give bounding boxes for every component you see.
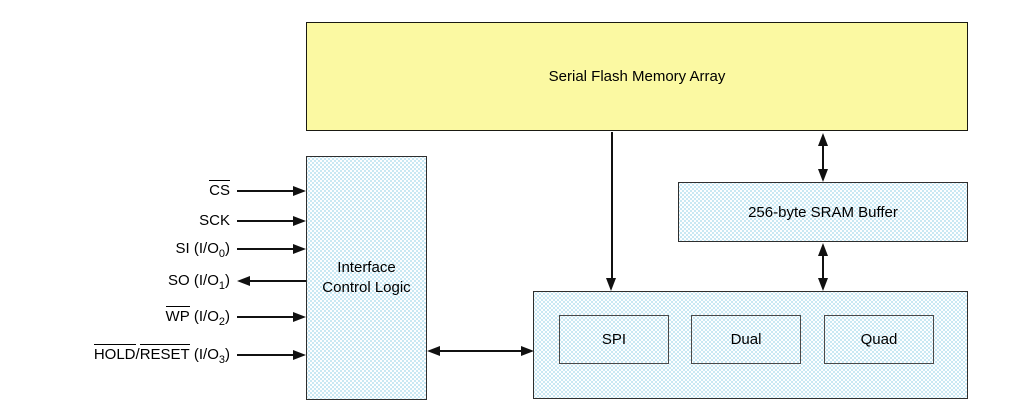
quad-mode-box: Quad: [824, 315, 934, 364]
memory-sram-arrowhead-up: [818, 133, 828, 146]
icl-io-arrow-line: [439, 350, 522, 352]
io-interface-box: SPI Dual Quad: [533, 291, 968, 399]
serial-flash-memory-array-label: Serial Flash Memory Array: [548, 68, 726, 85]
memory-io-arrowhead: [606, 278, 616, 291]
so-arrowhead: [237, 276, 250, 286]
sram-buffer-label: 256-byte SRAM Buffer: [748, 203, 898, 221]
signal-label-wp: WP (I/O2): [165, 306, 230, 328]
interface-label-line2: Control Logic: [322, 279, 411, 296]
si-arrowhead: [293, 244, 306, 254]
so-arrow-line: [250, 280, 306, 282]
si-arrow-line: [237, 248, 294, 250]
wp-arrow-line: [237, 316, 294, 318]
cs-arrowhead: [293, 186, 306, 196]
signal-label-si: SI (I/O0): [175, 240, 230, 260]
hold-reset-arrow-line: [237, 354, 294, 356]
signal-label-hold-reset: HOLD/RESET (I/O3): [93, 344, 230, 366]
memory-io-arrow-line: [611, 132, 613, 279]
sck-arrowhead: [293, 216, 306, 226]
spi-mode-label: SPI: [601, 331, 627, 348]
signal-label-sck: SCK: [199, 212, 230, 229]
sram-io-arrowhead-up: [818, 243, 828, 256]
sram-io-arrow-line: [822, 254, 824, 281]
memory-sram-arrow-line: [822, 144, 824, 171]
quad-mode-label: Quad: [860, 331, 898, 348]
icl-io-arrowhead-right: [521, 346, 534, 356]
serial-flash-memory-array-box: Serial Flash Memory Array: [306, 22, 968, 131]
signal-label-cs: CS: [209, 180, 230, 199]
interface-label-line1: Interface: [337, 259, 396, 276]
signal-label-so: SO (I/O1): [168, 272, 230, 292]
interface-control-logic-label: Interface Control Logic: [322, 258, 410, 298]
spi-mode-box: SPI: [559, 315, 669, 364]
sck-arrow-line: [237, 220, 294, 222]
interface-control-logic-box: Interface Control Logic: [306, 156, 427, 400]
hold-reset-arrowhead: [293, 350, 306, 360]
icl-io-arrowhead-left: [427, 346, 440, 356]
dual-mode-label: Dual: [730, 331, 762, 348]
wp-arrowhead: [293, 312, 306, 322]
memory-sram-arrowhead-down: [818, 169, 828, 182]
cs-arrow-line: [237, 190, 294, 192]
sram-buffer-box: 256-byte SRAM Buffer: [678, 182, 968, 242]
dual-mode-box: Dual: [691, 315, 801, 364]
sram-io-arrowhead-down: [818, 278, 828, 291]
